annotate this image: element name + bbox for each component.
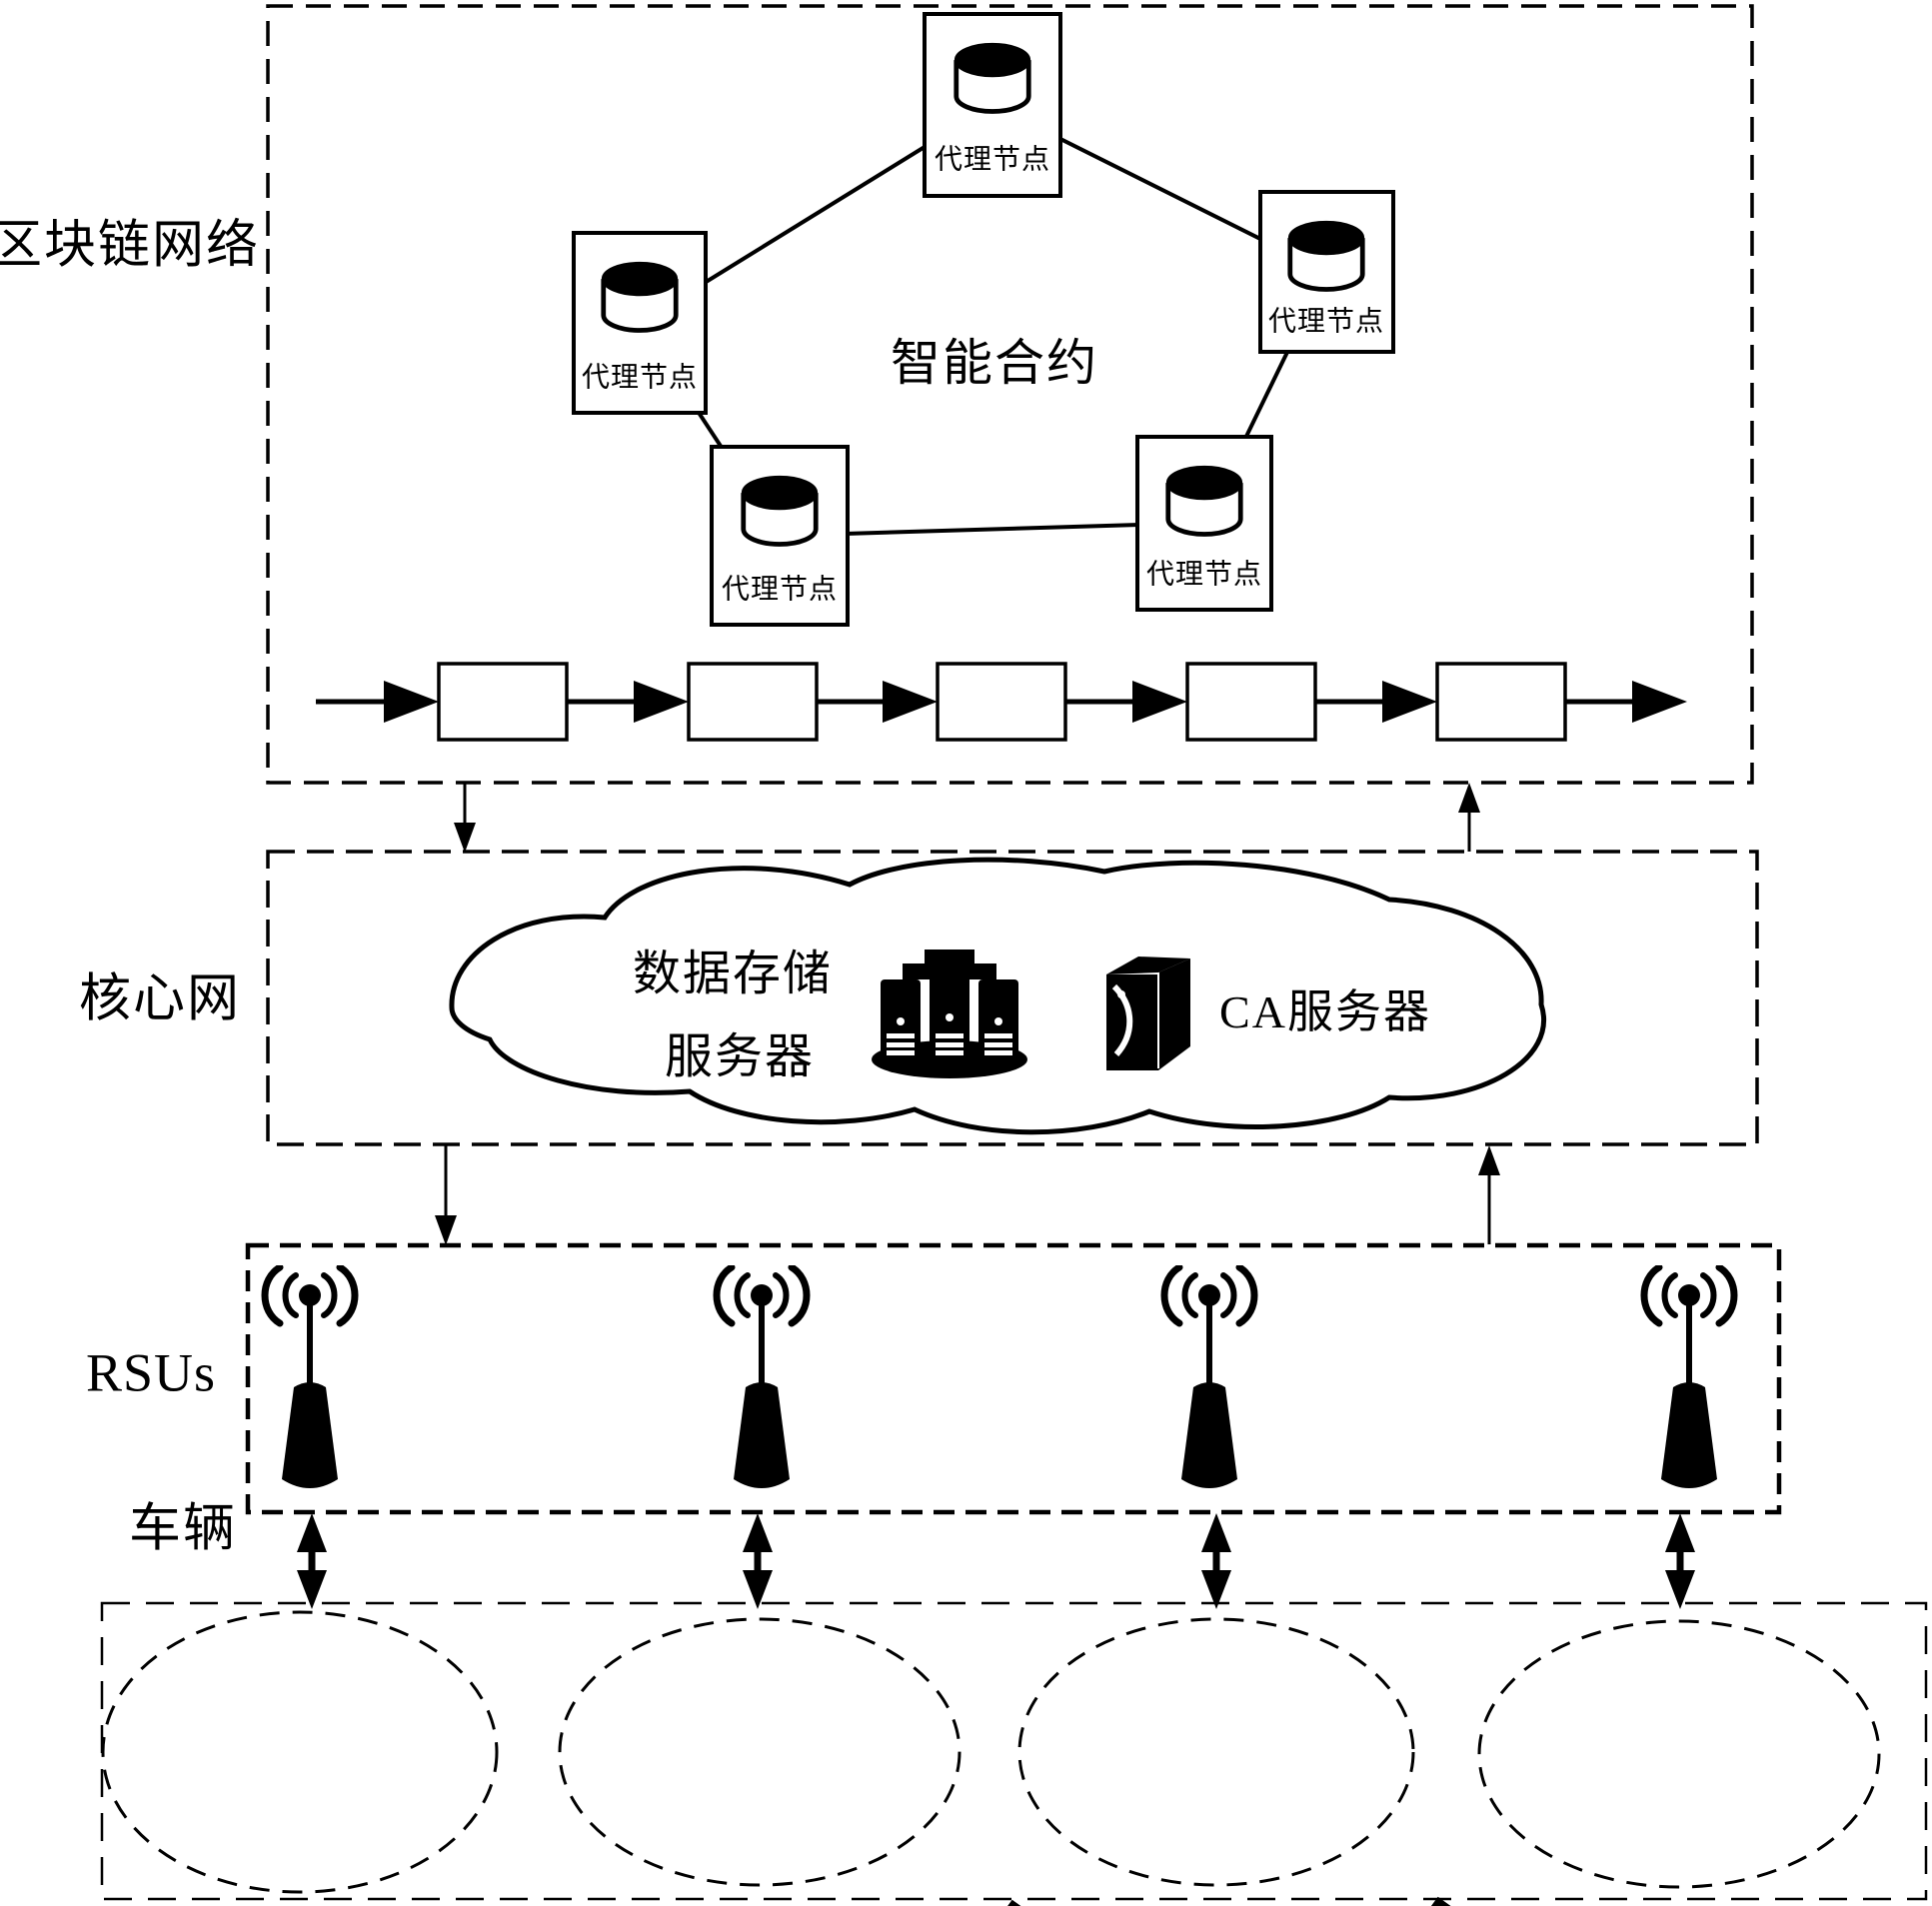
proxy-node-label-bottom-right: 代理节点 bbox=[1145, 559, 1263, 591]
vehicle-cluster-ellipse bbox=[558, 1617, 962, 1887]
chain-block bbox=[1185, 662, 1317, 742]
vehicle-clusters bbox=[101, 1610, 1881, 1894]
proxy-node-label-top: 代理节点 bbox=[934, 144, 1051, 176]
database-cylinder-icon bbox=[1168, 468, 1240, 535]
rsus-box bbox=[245, 1242, 1782, 1515]
database-cylinder-icon bbox=[604, 264, 676, 331]
chain-block bbox=[437, 662, 569, 742]
data-storage-server-label-line2: 服务器 bbox=[664, 1029, 816, 1083]
antenna-icon bbox=[717, 1267, 807, 1488]
proxy-node-label-right: 代理节点 bbox=[1267, 306, 1385, 338]
proxy-node-label-left: 代理节点 bbox=[581, 362, 699, 394]
blockchain-network-box bbox=[266, 4, 1754, 785]
database-cylinder-icon bbox=[744, 478, 816, 545]
section-arrows bbox=[297, 783, 1695, 1609]
vehicles-box bbox=[100, 1601, 1928, 1901]
antenna-icon bbox=[1644, 1267, 1734, 1488]
chain-block bbox=[936, 662, 1067, 742]
core-network-box bbox=[266, 850, 1759, 1146]
core-section-label: 核心网 bbox=[78, 970, 242, 1028]
rsus-section-label: RSUs bbox=[85, 1342, 217, 1403]
data-storage-server-label-line1: 数据存储 bbox=[632, 947, 834, 1000]
rsu-antennas bbox=[265, 1267, 1734, 1488]
ca-server-label: CA服务器 bbox=[1219, 985, 1431, 1037]
vehicle-cluster-ellipse bbox=[1017, 1617, 1415, 1887]
smart-contract-label: 智能合约 bbox=[891, 334, 1098, 391]
vehicles-section-label: 车辆 bbox=[128, 1500, 238, 1558]
chain-block bbox=[687, 662, 819, 742]
rsu-vehicle-double-arrows bbox=[297, 1513, 1695, 1609]
chain-block bbox=[1435, 662, 1567, 742]
antenna-icon bbox=[265, 1267, 355, 1488]
vehicle-cluster-ellipse bbox=[1477, 1619, 1881, 1889]
proxy-node-label-bottom-left: 代理节点 bbox=[721, 574, 839, 606]
database-cylinder-icon bbox=[1290, 223, 1362, 290]
proxy-node-boxes bbox=[572, 12, 1395, 627]
vehicle-cluster-ellipse bbox=[101, 1610, 499, 1894]
blockchain-section-label: 区块链网络 bbox=[0, 217, 261, 275]
database-cylinder-icon bbox=[957, 45, 1028, 112]
antenna-icon bbox=[1164, 1267, 1254, 1488]
blockchain-chain bbox=[316, 662, 1687, 742]
chain-arrowheads bbox=[384, 681, 1687, 723]
